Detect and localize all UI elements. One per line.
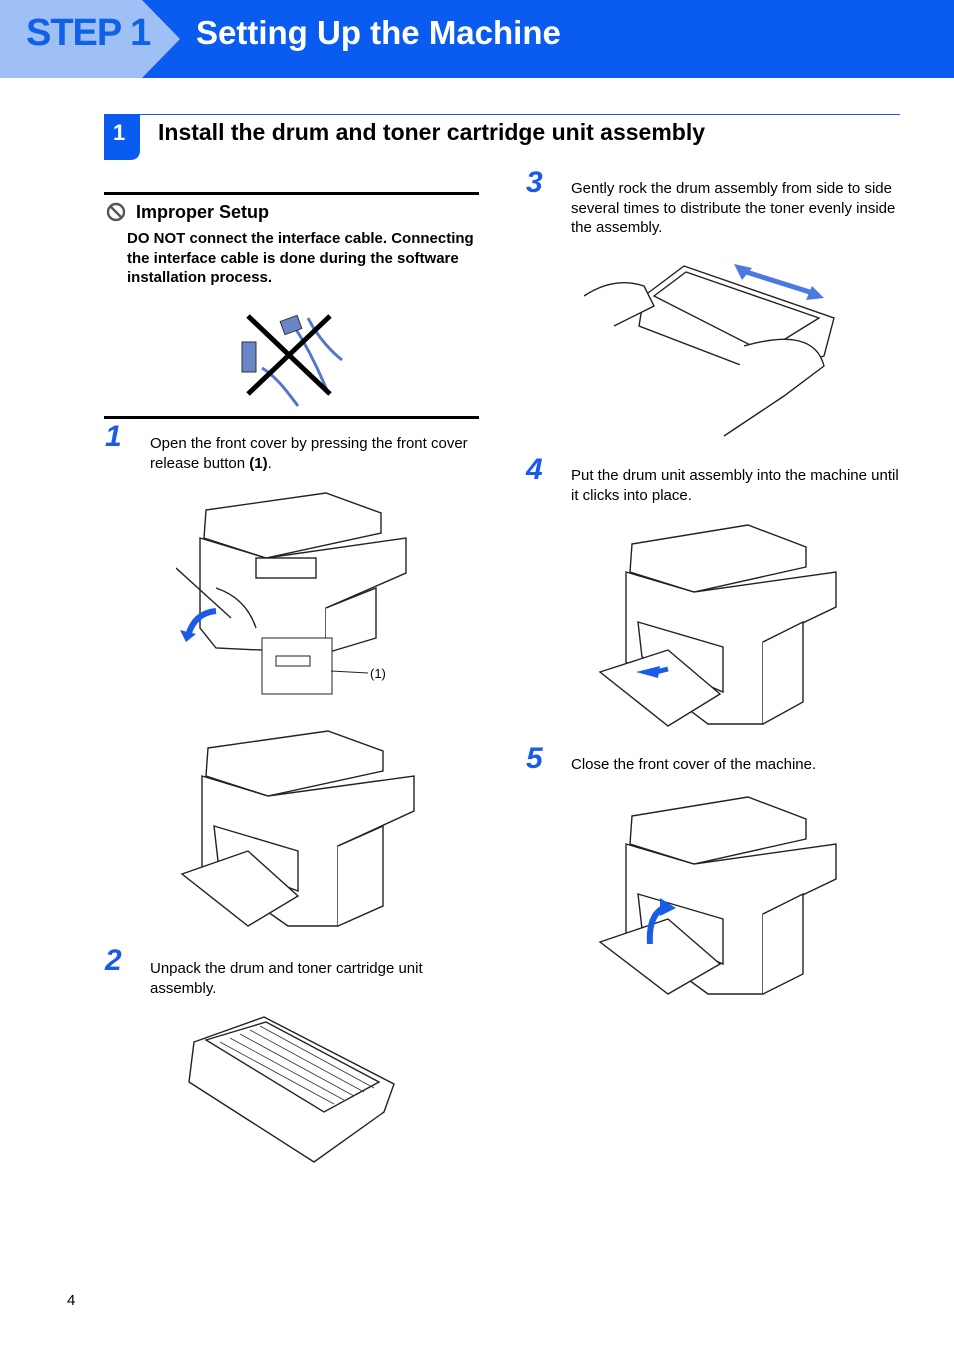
- section-number: 1: [113, 120, 126, 145]
- section-rule: [104, 114, 900, 115]
- step-5-text: Close the front cover of the machine.: [571, 756, 817, 773]
- step1-rule: [104, 416, 479, 419]
- section-title: Install the drum and toner cartridge uni…: [158, 119, 706, 145]
- drum-toner-assembly-illustration: [188, 1016, 395, 1163]
- machine-cover-opened-illustration: [180, 730, 415, 927]
- step-number-3: 3: [526, 166, 543, 199]
- step-2-text: Unpack the drum and toner cartridge unit…: [150, 960, 423, 997]
- step-label: STEP 1: [26, 12, 151, 54]
- prohibited-icon: [106, 202, 126, 222]
- step-number-2: 2: [105, 944, 122, 977]
- improper-setup-top-rule: [104, 192, 479, 195]
- insert-drum-illustration: [598, 524, 837, 727]
- release-button-callout: (1): [370, 666, 386, 681]
- close-cover-illustration: [598, 796, 837, 995]
- machine-open-cover-illustration: [176, 492, 407, 695]
- improper-setup-body: DO NOT connect the interface cable. Conn…: [127, 230, 474, 286]
- improper-setup-title: Improper Setup: [136, 202, 270, 222]
- step-1-text: Open the front cover by pressing the fro…: [150, 435, 468, 472]
- step-number-4: 4: [526, 453, 543, 486]
- step-tab-shape: [0, 0, 180, 78]
- step-3-text: Gently rock the drum assembly from side …: [571, 180, 896, 236]
- step-number-5: 5: [526, 742, 543, 775]
- step-4-text: Put the drum unit assembly into the mach…: [571, 467, 899, 504]
- page-number: 4: [67, 1292, 76, 1309]
- rocking-drum-illustration: [584, 264, 835, 437]
- section-number-tab: [104, 114, 140, 160]
- step-number-1: 1: [105, 420, 122, 453]
- interface-cable-illustration: [241, 314, 343, 407]
- page-title: Setting Up the Machine: [196, 14, 561, 51]
